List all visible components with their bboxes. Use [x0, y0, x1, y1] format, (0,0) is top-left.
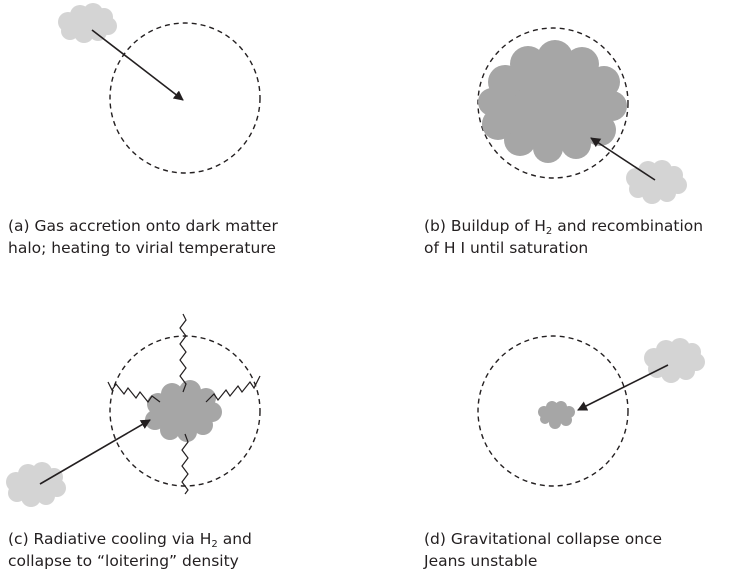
panel-c-caption-line1-pre: (c) Radiative cooling via H — [8, 530, 212, 548]
panel-a-arrow — [91, 29, 184, 101]
panel-d-caption-line2: Jeans unstable — [424, 552, 538, 570]
panel-a-gas-cloud — [58, 3, 117, 43]
panel-b-caption-line1-post: and recombination — [552, 217, 704, 235]
panel-d-halo-circle — [477, 335, 629, 487]
panel-b-arrow — [590, 137, 656, 181]
panel-a-caption-line1: (a) Gas accretion onto dark matter — [8, 217, 278, 235]
panel-b-caption-subscript: 2 — [545, 226, 553, 237]
panel-c-caption: (c) Radiative cooling via H2 and collaps… — [8, 528, 252, 572]
panel-d-caption: (d) Gravitational collapse once Jeans un… — [424, 528, 662, 572]
panel-c-caption-subscript: 2 — [211, 539, 218, 550]
panel-c-caption-line1-post: and — [217, 530, 252, 548]
panel-c-arrow — [39, 419, 151, 485]
panel-b-caption-line1-pre: (b) Buildup of H — [424, 217, 546, 235]
panel-b-caption-line2: of H I until saturation — [424, 239, 589, 257]
panel-d-caption-line1: (d) Gravitational collapse once — [424, 530, 663, 548]
panel-a-halo-circle — [109, 22, 261, 174]
panel-b-caption-line1: (b) Buildup of H2 and recombination — [424, 215, 703, 237]
panel-d-diagram — [477, 335, 705, 487]
panel-a-caption: (a) Gas accretion onto dark matter halo;… — [8, 215, 278, 259]
panel-c-diagram — [6, 313, 261, 507]
panel-b-halo-circle — [477, 27, 629, 179]
panel-a-caption-line2: halo; heating to virial temperature — [8, 239, 276, 257]
panel-d-arrow — [577, 364, 669, 411]
panel-d-gas-cloud — [644, 338, 705, 383]
panel-c-caption-line2: collapse to “loitering” density — [8, 552, 239, 570]
panel-a-diagram — [58, 3, 261, 174]
panel-b-gas-cloud — [626, 160, 687, 204]
panel-c-radiation-wavy-lines — [107, 313, 261, 495]
panel-b-caption: (b) Buildup of H2 and recombination of H… — [424, 215, 703, 259]
panel-c-gas-cloud — [6, 462, 66, 507]
panel-b-diagram — [477, 27, 687, 204]
panel-b-dense-cloud — [478, 40, 627, 163]
panel-d-collapsed-core — [538, 401, 575, 429]
panel-c-caption-line1: (c) Radiative cooling via H2 and — [8, 528, 252, 550]
